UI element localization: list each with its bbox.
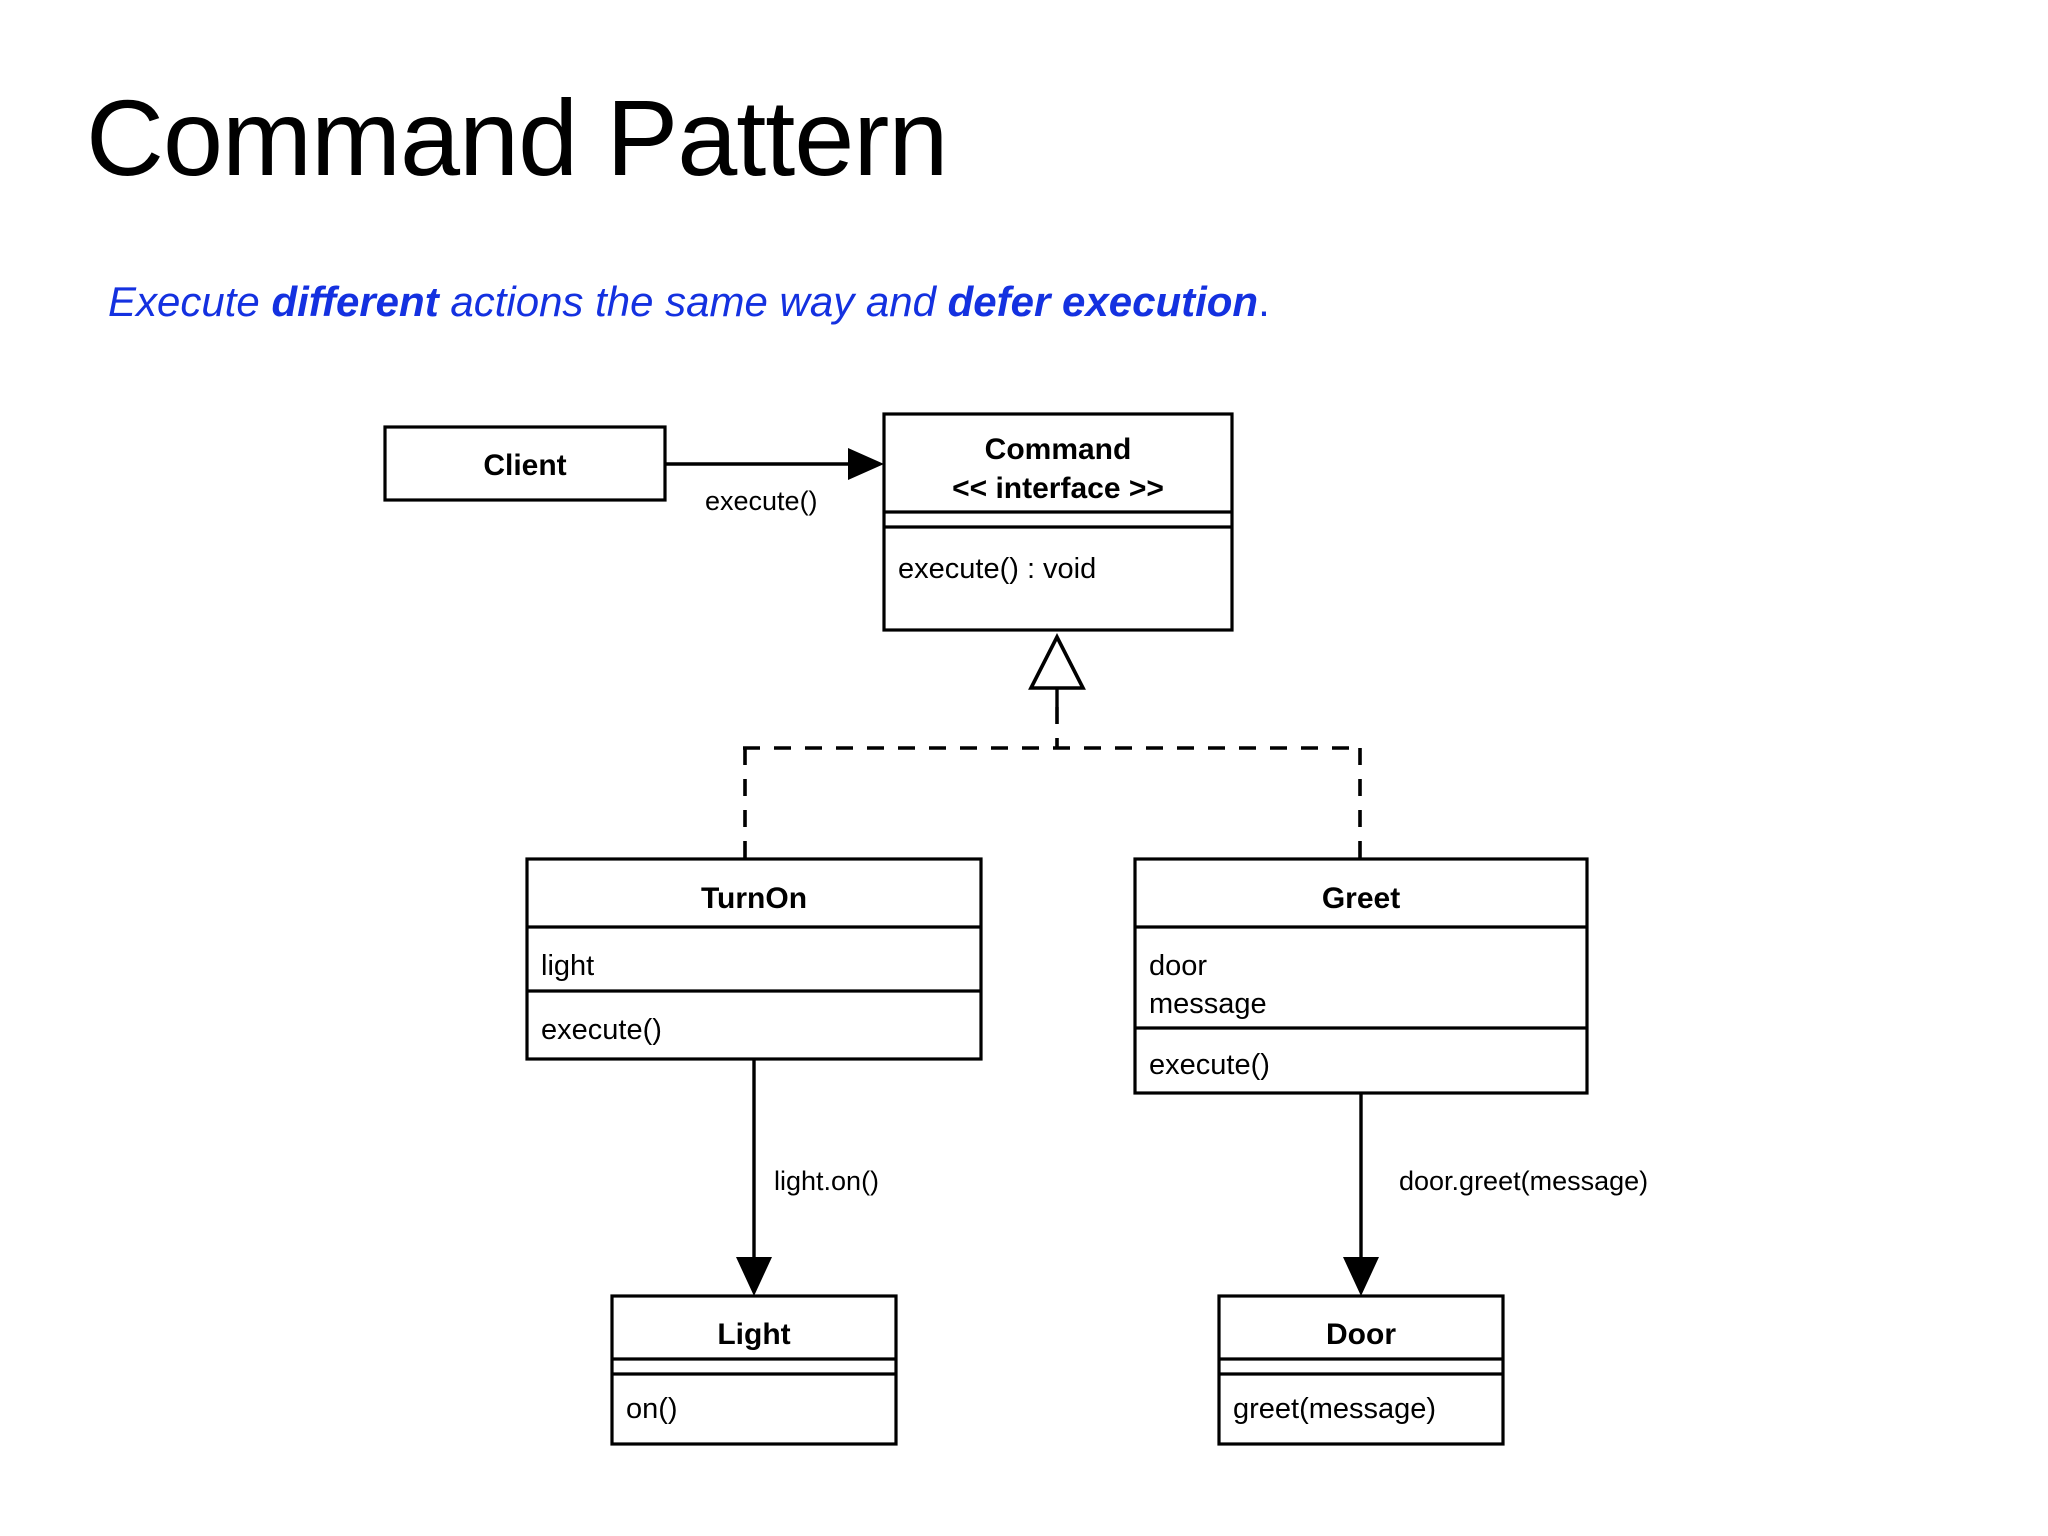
edge-realization-bus[interactable] bbox=[743, 633, 1362, 859]
greet-door-arrowhead bbox=[1343, 1257, 1379, 1296]
slide-subtitle: Execute different actions the same way a… bbox=[108, 278, 1270, 326]
class-box-light[interactable]: Light on() bbox=[610, 1294, 898, 1446]
edge-client-to-command[interactable]: execute() bbox=[665, 448, 884, 516]
edge-turnon-to-light[interactable]: light.on() bbox=[736, 1059, 879, 1296]
class-box-command[interactable]: Command << interface >> execute() : void bbox=[882, 412, 1234, 632]
door-class-name: Door bbox=[1326, 1318, 1396, 1351]
turnon-attribute-0: light bbox=[541, 950, 594, 982]
realization-hollow-triangle bbox=[1028, 633, 1086, 690]
page-title: Command Pattern bbox=[86, 77, 948, 198]
edge-greet-to-door[interactable]: door.greet(message) bbox=[1343, 1093, 1648, 1296]
greet-class-name: Greet bbox=[1322, 882, 1400, 915]
class-box-turnon[interactable]: TurnOn light execute() bbox=[525, 857, 983, 1061]
command-box-outline bbox=[882, 412, 1234, 632]
subtitle-emphasis-different: different bbox=[271, 278, 439, 325]
light-method-0: on() bbox=[626, 1393, 678, 1425]
command-stereotype: << interface >> bbox=[952, 472, 1164, 505]
turnon-class-name: TurnOn bbox=[701, 882, 807, 915]
subtitle-emphasis-defer-execution: defer execution bbox=[947, 278, 1259, 325]
greet-method-0: execute() bbox=[1149, 1049, 1270, 1081]
class-box-greet[interactable]: Greet door message execute() bbox=[1133, 857, 1589, 1095]
door-box-outline bbox=[1217, 1294, 1505, 1446]
command-method-0: execute() : void bbox=[898, 553, 1096, 585]
greet-attribute-0: door bbox=[1149, 950, 1207, 982]
edge-label-light-on: light.on() bbox=[774, 1166, 879, 1196]
greet-attribute-1: message bbox=[1149, 988, 1267, 1020]
turnon-box-outline bbox=[525, 857, 983, 1061]
greet-box-outline bbox=[1133, 857, 1589, 1095]
door-method-0: greet(message) bbox=[1233, 1393, 1436, 1425]
turnon-method-0: execute() bbox=[541, 1014, 662, 1046]
class-box-door[interactable]: Door greet(message) bbox=[1217, 1294, 1505, 1446]
client-class-name: Client bbox=[483, 449, 566, 482]
client-box-outline bbox=[383, 425, 667, 502]
command-class-name: Command bbox=[985, 433, 1132, 466]
turnon-light-arrowhead bbox=[736, 1257, 772, 1296]
subtitle-part-1: Execute bbox=[108, 278, 272, 325]
class-box-client[interactable]: Client bbox=[383, 425, 667, 502]
light-class-name: Light bbox=[717, 1318, 790, 1351]
edge-label-execute: execute() bbox=[705, 486, 818, 516]
light-box-outline bbox=[610, 1294, 898, 1446]
edge-label-door-greet: door.greet(message) bbox=[1399, 1166, 1648, 1196]
subtitle-part-2: actions the same way and bbox=[438, 278, 948, 325]
client-command-arrowhead bbox=[848, 448, 884, 480]
subtitle-part-3: . bbox=[1258, 278, 1270, 325]
